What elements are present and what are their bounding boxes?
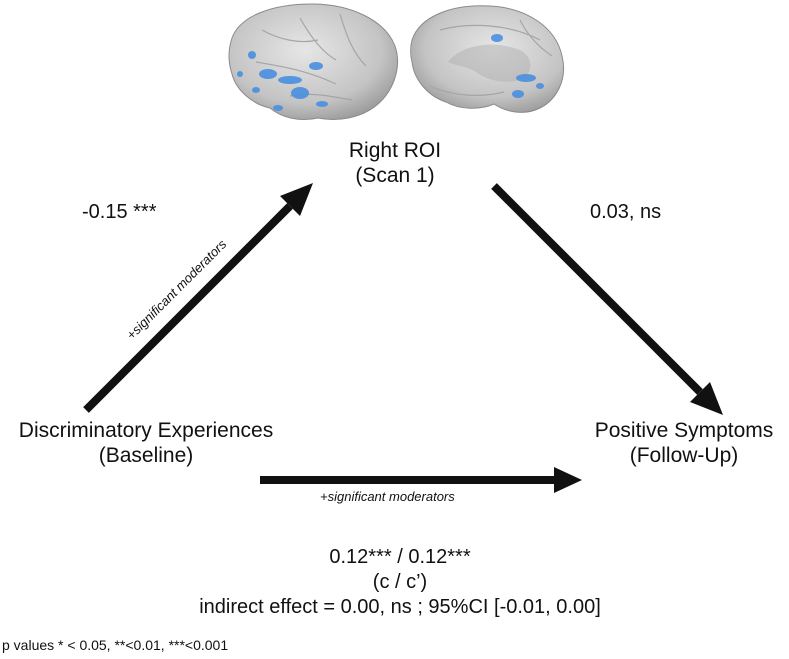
mediator-node-label: Right ROI (Scan 1) — [305, 138, 485, 188]
path-c-moderator-label: +significant moderators — [320, 489, 455, 504]
effect-notation: (c / c’) — [372, 571, 428, 593]
mediator-timepoint: (Scan 1) — [355, 164, 435, 187]
indirect-effect: indirect effect = 0.00, ns ; 95%CI [-0.0… — [199, 596, 601, 618]
predictor-name: Discriminatory Experiences — [18, 419, 274, 442]
predictor-timepoint: (Baseline) — [98, 444, 194, 467]
path-b-coefficient: 0.03, ns — [590, 201, 662, 223]
brain-medial-view — [410, 5, 564, 113]
total-direct-effect: 0.12*** / 0.12*** — [329, 546, 471, 568]
brain-lateral-view — [228, 3, 399, 121]
mediator-name: Right ROI — [348, 139, 442, 162]
outcome-timepoint: (Follow-Up) — [629, 444, 739, 467]
path-a-arrow — [83, 183, 313, 413]
outcome-node-label: Positive Symptoms (Follow-Up) — [584, 418, 784, 468]
predictor-node-label: Discriminatory Experiences (Baseline) — [0, 418, 292, 468]
path-a-coefficient: -0.15 *** — [82, 201, 157, 223]
p-value-footnote: p values * < 0.05, **<0.01, ***<0.001 — [2, 637, 229, 653]
path-c-arrow — [260, 467, 582, 493]
outcome-name: Positive Symptoms — [594, 419, 774, 442]
path-b-arrow — [491, 183, 723, 415]
summary-block: 0.12*** / 0.12*** (c / c’) indirect effe… — [140, 545, 660, 620]
